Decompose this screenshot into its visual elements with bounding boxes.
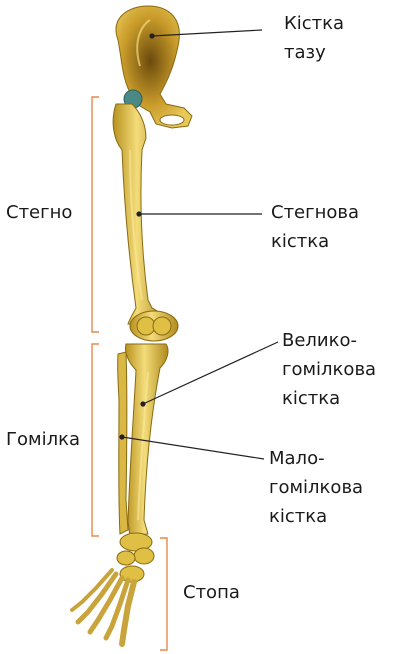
tibia-label-line-2: гомілкова <box>282 355 376 384</box>
fibula-bone <box>118 352 128 534</box>
tibia-label-line-1: Велико- <box>282 326 376 355</box>
fibula-label-line-3: кістка <box>269 502 363 531</box>
fibula-label: Мало- гомілкова кістка <box>269 444 363 531</box>
thigh-bracket <box>92 97 99 332</box>
pelvis-label-line-2: тазу <box>284 38 344 67</box>
pelvis-label: Кістка тазу <box>284 9 344 67</box>
shin-bracket <box>92 344 99 536</box>
femur-label-line-2: кістка <box>271 227 359 256</box>
pelvis-label-line-1: Кістка <box>284 9 344 38</box>
foot-bracket <box>160 538 167 650</box>
fibula-label-line-1: Мало- <box>269 444 363 473</box>
foot-bones <box>72 533 154 644</box>
femur-label-line-1: Стегнова <box>271 198 359 227</box>
tibia-bone <box>125 344 168 536</box>
fibula-label-line-2: гомілкова <box>269 473 363 502</box>
femur-label: Стегнова кістка <box>271 198 359 256</box>
tibia-label-line-3: кістка <box>282 384 376 413</box>
shin-label: Гомілка <box>6 425 80 454</box>
knee-joint <box>130 311 178 341</box>
foot-label: Стопа <box>183 578 240 607</box>
thigh-label: Стегно <box>6 198 72 227</box>
tibia-label: Велико- гомілкова кістка <box>282 326 376 413</box>
